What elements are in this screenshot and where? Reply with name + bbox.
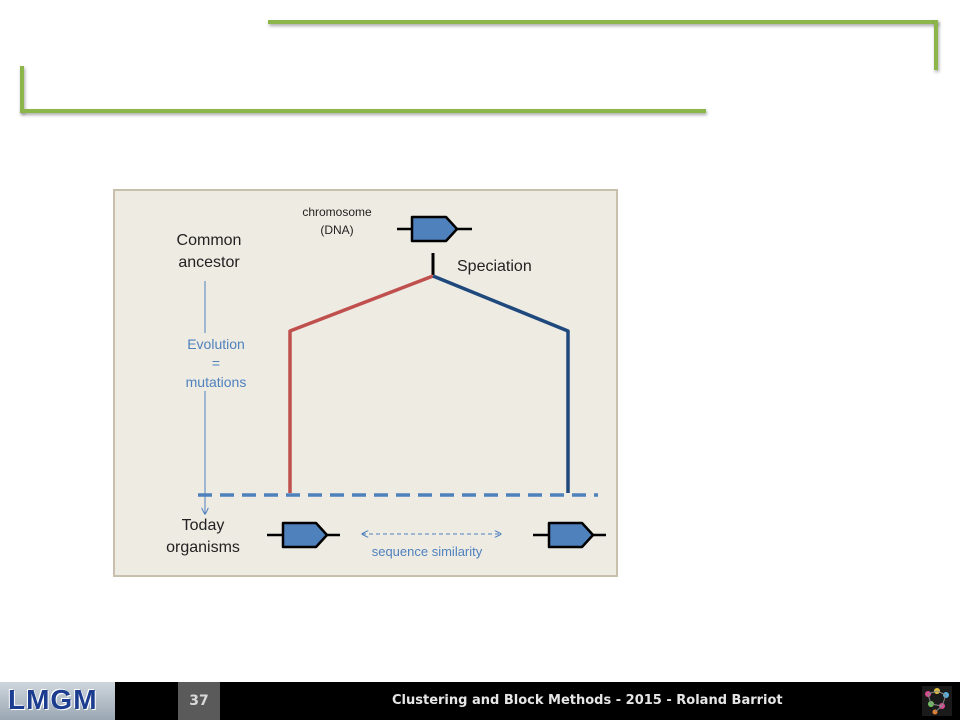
speciation-label: Speciation	[457, 258, 532, 275]
chromosome-label-line2: (DNA)	[320, 223, 353, 237]
footer-bar: LMGM 37 Clustering and Block Methods - 2…	[0, 682, 960, 720]
frame-bottom-line	[20, 109, 706, 113]
left-lineage-branch	[288, 274, 434, 493]
evolution-label-line3: mutations	[186, 374, 247, 390]
sequence-similarity-label: sequence similarity	[372, 544, 483, 559]
today-organisms-label-line2: organisms	[166, 539, 240, 556]
right-descendant-gene-icon	[533, 521, 606, 549]
ancestral-gene-icon	[397, 215, 472, 243]
left-descendant-gene-icon	[267, 521, 340, 549]
frame-right-tick	[934, 20, 938, 70]
lmgm-logo: LMGM	[0, 682, 115, 720]
evolution-diagram: chromosome (DNA) Common ancestor Speciat…	[113, 189, 618, 577]
network-logo-icon	[922, 686, 952, 716]
right-lineage-branch	[432, 274, 570, 493]
evolution-label-line2: =	[212, 355, 220, 371]
frame-left-tick	[20, 66, 24, 112]
evolution-label-line1: Evolution	[187, 336, 245, 352]
common-ancestor-label-line1: Common	[177, 232, 242, 249]
today-organisms-label-line1: Today	[182, 517, 225, 534]
frame-top-line	[268, 20, 938, 24]
lmgm-logo-text: LMGM	[8, 684, 98, 715]
evolution-label: Evolution = mutations	[178, 333, 252, 391]
footer-title: Clustering and Block Methods - 2015 - Ro…	[392, 693, 783, 708]
common-ancestor-label-line2: ancestor	[178, 254, 240, 271]
slide-number: 37	[178, 682, 220, 720]
chromosome-label-line1: chromosome	[302, 205, 372, 219]
